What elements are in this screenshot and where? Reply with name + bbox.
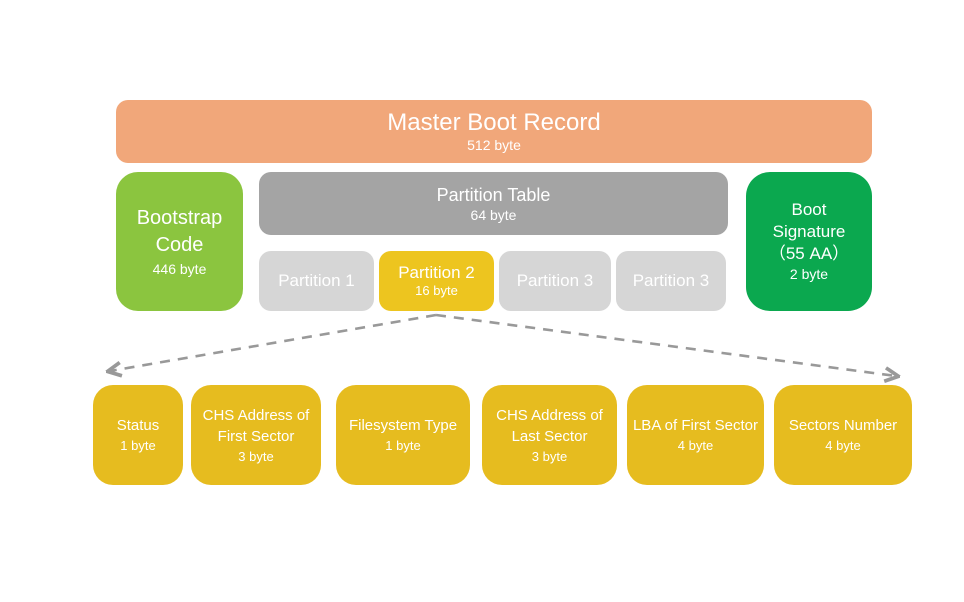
partition-table-block: Partition Table 64 byte — [259, 172, 728, 235]
bootstrap-code-block: Bootstrap Code 446 byte — [116, 172, 243, 311]
field-status-block: Status 1 byte — [93, 385, 183, 485]
partition-2-label: Partition 2 — [398, 263, 475, 282]
bootstrap-code-title: Bootstrap Code — [136, 206, 223, 256]
mbr-size: 512 byte — [467, 137, 521, 153]
bootstrap-code-size: 446 byte — [152, 260, 207, 277]
partition-4-label: Partition 3 — [632, 271, 710, 290]
master-boot-record-block: Master Boot Record 512 byte — [116, 100, 872, 163]
field-chs-last-sector-size: 3 byte — [531, 448, 568, 464]
partition-table-title: Partition Table — [436, 184, 551, 205]
field-chs-first-sector-label: CHS Address of First Sector — [202, 406, 310, 445]
partition-table-size: 64 byte — [470, 206, 517, 223]
field-sectors-number-label: Sectors Number — [788, 417, 898, 434]
field-status-label: Status — [116, 417, 160, 434]
field-chs-first-sector-size: 3 byte — [238, 448, 274, 464]
field-filesystem-type-size: 1 byte — [385, 438, 421, 453]
field-sectors-number-block: Sectors Number 4 byte — [774, 385, 912, 485]
field-status-size: 1 byte — [120, 438, 156, 453]
boot-signature-title: Boot Signature （55 AA） — [768, 200, 850, 263]
field-chs-last-sector-block: CHS Address of Last Sector 3 byte — [482, 385, 617, 485]
field-filesystem-type-label: Filesystem Type — [348, 417, 458, 434]
partition-3-block: Partition 3 — [499, 251, 611, 311]
boot-signature-size: 2 byte — [789, 266, 829, 282]
partition-1-label: Partition 1 — [278, 271, 355, 290]
field-sectors-number-size: 4 byte — [825, 438, 861, 453]
dashed-arrow-right-icon — [435, 313, 896, 376]
partition-2-size: 16 byte — [415, 283, 458, 298]
partition-2-block: Partition 2 16 byte — [379, 251, 494, 311]
field-chs-last-sector-label: CHS Address of Last Sector — [496, 406, 603, 445]
partition-3-label: Partition 3 — [516, 271, 594, 290]
boot-signature-block: Boot Signature （55 AA） 2 byte — [746, 172, 872, 311]
mbr-title: Master Boot Record — [387, 109, 601, 136]
partition-4-block: Partition 3 — [616, 251, 726, 311]
dashed-arrow-left-icon — [110, 313, 437, 371]
field-chs-first-sector-block: CHS Address of First Sector 3 byte — [191, 385, 321, 485]
partition-1-block: Partition 1 — [259, 251, 374, 311]
field-lba-first-sector-label: LBA of First Sector — [632, 417, 759, 434]
field-lba-first-sector-size: 4 byte — [677, 438, 714, 453]
field-filesystem-type-block: Filesystem Type 1 byte — [336, 385, 470, 485]
field-lba-first-sector-block: LBA of First Sector 4 byte — [627, 385, 764, 485]
